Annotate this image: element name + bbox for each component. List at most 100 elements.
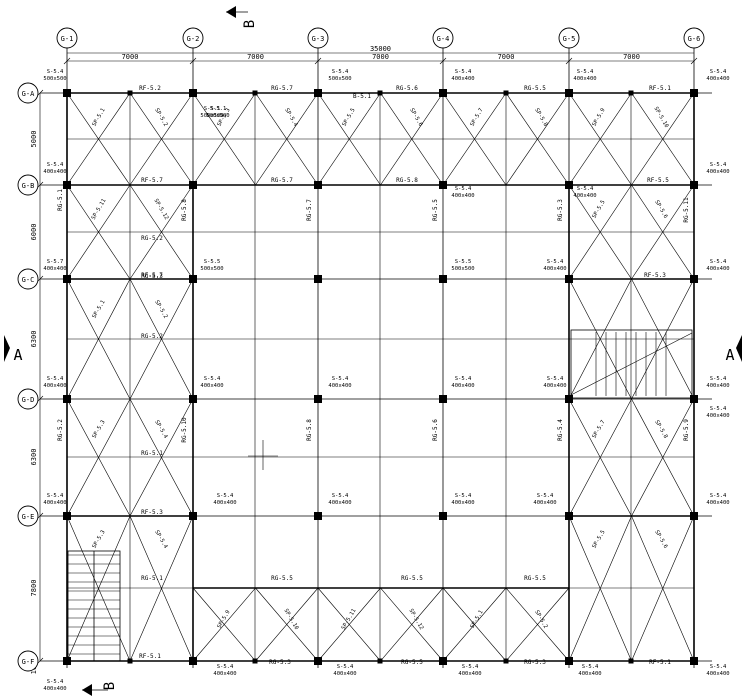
beam-label: RG-5.5 [401,659,423,666]
brace-line [380,587,444,662]
column-size: 400x400 [451,383,474,389]
brace-label: SP-5.5 [592,529,607,549]
column-size: 500x500 [451,266,474,272]
grid-label-x: G-6 [688,35,701,43]
column-small [127,658,133,664]
brace-line [631,184,695,280]
section-mark-right: A [725,346,734,364]
beam-label: RF-5.7 [141,272,163,279]
dim-y-label: 5000 [30,131,38,148]
column [189,181,197,189]
column [565,512,573,520]
beam-label: B-5.1 [353,93,371,100]
column-code: S-5.4 [204,376,221,382]
brace-line [568,515,632,662]
brace-label: SP-5.7 [470,107,485,127]
beam-label: RG-5.5 [524,85,546,92]
section-arrow-right [736,335,742,362]
grid-label-y: G-C [22,276,35,284]
column-size: 500x500 [206,113,229,119]
column-size: 400x400 [43,686,66,692]
beam-label: RG-5.3 [141,273,163,280]
grid-bubble-y [17,268,39,290]
column-small [628,90,634,96]
column-code: S-5.4 [710,259,727,265]
column-code: S-5.4 [455,376,472,382]
column [314,181,322,189]
brace-label: SP-5.12 [152,198,169,221]
brace-line [631,515,695,662]
grid-bubble-y [17,388,39,410]
opening-diagonal [570,332,693,396]
column-code: S-5.4 [332,69,349,75]
column-small [503,658,509,664]
column [189,657,197,665]
column-size: 400x400 [43,266,66,272]
beam-label: RF-5.5 [647,177,669,184]
column [439,275,447,283]
brace-line [317,92,381,186]
beam-label: RG-5.5 [524,575,546,582]
dim-tick [439,57,447,65]
brace-label: SP-5.4 [283,107,298,128]
section-mark-left: A [13,346,22,364]
column-size: 400x400 [706,413,729,419]
column-small [377,658,383,664]
grid-bubble-x [432,27,454,49]
beam-label: RF-5.1 [649,659,671,666]
brace-line [255,92,319,186]
column [314,395,322,403]
column-code: S-5.4 [710,162,727,168]
brace-line [317,587,381,662]
brace-line [129,398,194,517]
brace-label: SP-5.11 [341,608,358,631]
column [314,89,322,97]
brace-line [66,398,131,517]
brace-label: SP-5.9 [592,107,607,127]
column-code: S-5.1 [204,106,221,112]
column-size: 400x400 [706,500,729,506]
brace-line [129,92,194,186]
dim-x-label: 7000 [247,53,264,61]
beam-label: RG-5.9 [683,419,690,441]
column-code: S-5.4 [47,162,64,168]
column [63,395,71,403]
brace-label: SP-5.6 [408,107,423,127]
grid-bubble-x [683,27,705,49]
column-size: 400x400 [706,169,729,175]
column-small [503,90,509,96]
column-small [252,90,258,96]
column [63,89,71,97]
column-size: 400x400 [533,500,556,506]
brace-label: SP-5.10 [652,106,669,129]
column-size: 400x400 [43,500,66,506]
brace-label: SP-5.8 [533,107,548,127]
beam-label: RG-5.8 [396,177,418,184]
beam-label: RG-5.2 [141,333,163,340]
brace-line [192,587,256,662]
beam-label: RG-5.11 [683,197,690,223]
brace-label: SP-5.4 [153,529,168,550]
column-code: S-5.4 [710,406,727,412]
column-code: S-5.4 [455,493,472,499]
brace-line [129,515,194,662]
brace-label: SP-5.3 [92,419,107,439]
grid-bubble-x [558,27,580,49]
brace-label: SP-5.2 [153,107,168,127]
dim-x-label: 7000 [122,53,139,61]
column-size: 400x400 [213,671,236,677]
column-size: 500x500 [43,76,66,82]
column [690,512,698,520]
column [565,181,573,189]
section-mark-bottom: B [102,682,118,690]
column-code: S-5.7 [47,259,64,265]
section-arrow-top [226,6,236,18]
brace-label: SP-5.1 [92,299,107,319]
column [565,395,573,403]
dim-tick [314,57,322,65]
beam-label: RF-5.3 [141,509,163,516]
grid-bubble-x [182,27,204,49]
beam-label: RF-5.7 [141,177,163,184]
brace-label: SP-5.6 [653,529,668,549]
